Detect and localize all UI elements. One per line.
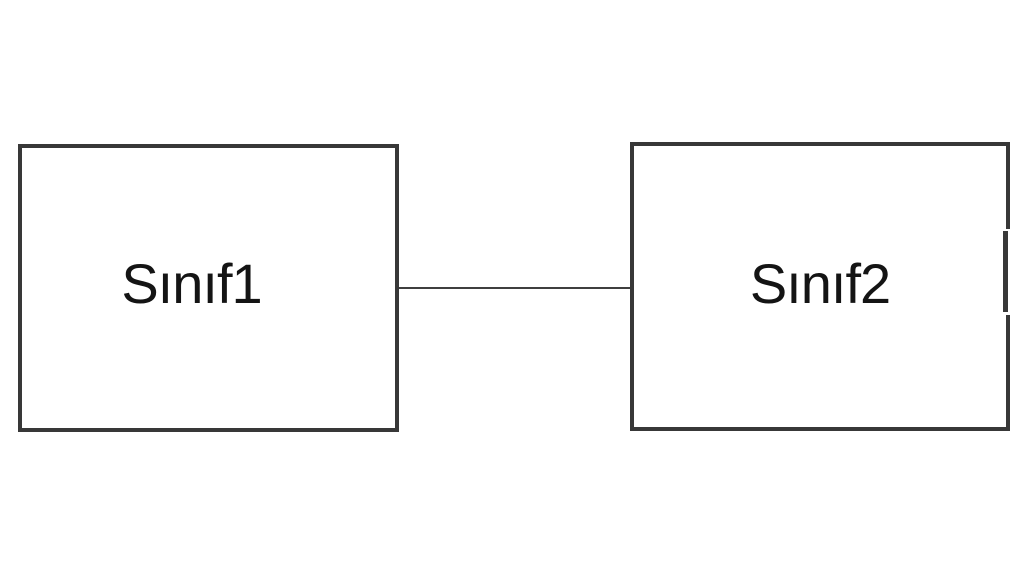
association-connector-line[interactable] <box>399 287 630 289</box>
class-node-sinif2-label: Sınıf2 <box>749 251 891 315</box>
right-border-notch-segment <box>1003 231 1008 312</box>
right-border-gap-artifact <box>1004 229 1012 315</box>
class-node-sinif1-label: Sınıf1 <box>121 252 262 315</box>
class-node-sinif2[interactable]: Sınıf2 <box>630 142 1010 431</box>
class-node-sinif1[interactable]: Sınıf1 <box>18 144 399 432</box>
